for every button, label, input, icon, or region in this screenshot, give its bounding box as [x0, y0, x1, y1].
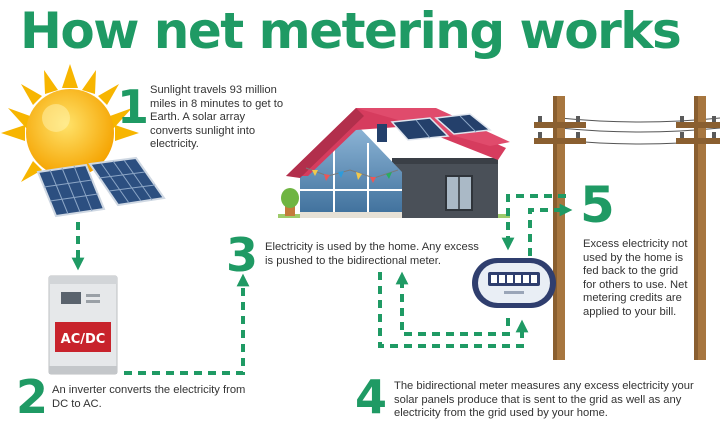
arrow-head-icon: [528, 203, 573, 256]
step-2-number: 2: [16, 370, 49, 424]
step-5-number: 5: [580, 176, 615, 234]
inverter-label: AC/DC: [61, 332, 106, 347]
page-title: How net metering works: [20, 2, 682, 60]
step-5-text: Excess electricity not used by the home …: [583, 238, 688, 318]
flow-arrows: [71, 194, 573, 375]
step-4-number: 4: [355, 370, 388, 424]
step-4-text: The bidirectional meter measures any exc…: [394, 380, 694, 420]
arrow-head-icon: [501, 194, 566, 251]
utility-pole-icon: [534, 96, 720, 360]
solar-panel-icon: [36, 156, 166, 218]
step-1-text: Sunlight travels 93 million miles in 8 m…: [150, 84, 284, 151]
step-3-number: 3: [226, 228, 259, 282]
step-2-text: An inverter converts the electricity fro…: [52, 384, 246, 410]
meter-icon: [472, 258, 556, 308]
arrow-head-icon: [395, 271, 510, 336]
inverter-icon: [48, 275, 118, 375]
arrow-head-icon: [124, 273, 250, 375]
sun-icon: [1, 64, 139, 202]
house-icon: [278, 108, 510, 218]
step-3-text: Electricity is used by the home. Any exc…: [265, 241, 479, 267]
step-1-number: 1: [117, 80, 150, 134]
arrow-head-icon: [378, 272, 529, 348]
